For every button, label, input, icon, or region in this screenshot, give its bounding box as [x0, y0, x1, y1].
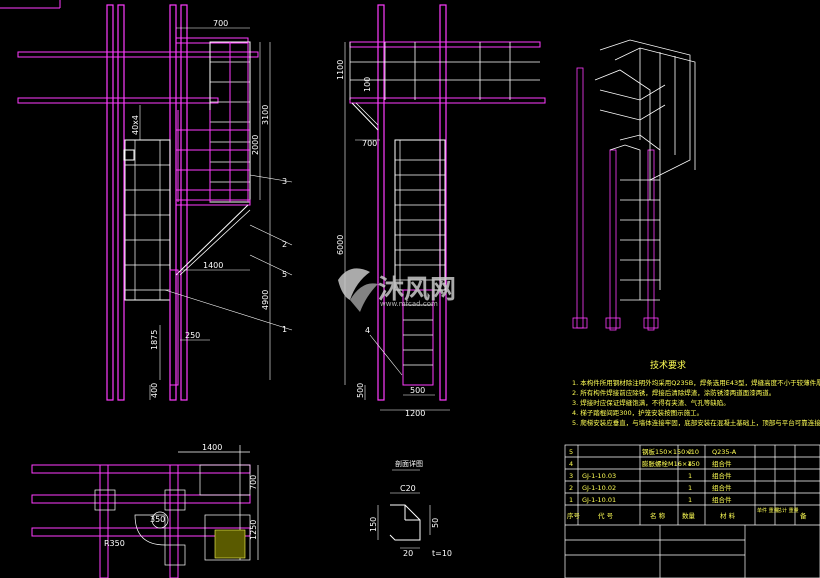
- bom-h-unitwt: 单件 重量: [757, 507, 779, 514]
- dim-1400-left: 1400: [203, 261, 223, 270]
- tech-item-4: 4. 梯子踏棍间距300，护笼安装按图示施工。: [572, 408, 703, 417]
- bom-h-code: 代 号: [598, 511, 614, 520]
- bom-row-2-name: 膨胀螺栓M16×150: [642, 459, 700, 468]
- dim-700-mid: 700: [362, 139, 377, 148]
- dim-500-v: 500: [356, 383, 365, 398]
- detail-c20: C20: [400, 484, 416, 493]
- callout-2: 2: [282, 240, 287, 249]
- bom-row-4-mat: 组合件: [712, 483, 732, 492]
- bom-row-5-qty: 1: [688, 496, 692, 504]
- bom-row-1-mat: Q235-A: [712, 448, 737, 456]
- plan-view: 1400 700 1250 R350 350: [31, 443, 259, 578]
- tech-title: 技术要求: [650, 359, 686, 371]
- tech-item-1: 1. 本构件所用钢材除注明外均采用Q235B，焊条选用E43型，焊缝高度不小于较…: [572, 378, 820, 387]
- bom-row-4-qty: 1: [688, 484, 692, 492]
- dim-100: 100: [363, 77, 372, 92]
- dim-spacing: 40x4: [131, 115, 140, 135]
- bom-row-1-qty: 2: [688, 448, 692, 456]
- left-elevation-view: 700 3100 2000 4900 1875 400 250 1400 40x…: [0, 0, 293, 401]
- detail-150: 150: [369, 517, 378, 532]
- detail-20: 20: [403, 549, 413, 558]
- dim-2000: 2000: [251, 135, 260, 155]
- bom-table: 5 钢板150×150×10 2 Q235-A 4 膨胀螺栓M16×150 4 …: [564, 444, 820, 578]
- tech-item-3: 3. 焊接时应保证焊缝饱满，不得有夹渣、气孔等缺陷。: [572, 398, 730, 407]
- dim-1200: 1200: [405, 409, 425, 418]
- tech-item-2: 2. 所有构件焊接前应除锈，焊接后清除焊渣，涂防锈漆两道面漆两道。: [572, 388, 775, 397]
- detail-50: 50: [431, 518, 440, 528]
- dim-700-top: 700: [213, 19, 228, 28]
- tech-requirements: 技术要求 1. 本构件所用钢材除注明外均采用Q235B，焊条选用E43型，焊缝高…: [572, 359, 820, 427]
- bom-row-3-mat: 组合件: [712, 471, 732, 480]
- callout-4: 4: [365, 326, 370, 335]
- dim-250: 250: [185, 331, 200, 340]
- bom-row-2-qty: 4: [688, 460, 692, 468]
- dim-6000: 6000: [336, 235, 345, 255]
- callout-5: 5: [282, 270, 287, 279]
- bom-h-no: 序号: [567, 511, 581, 520]
- bom-row-2-mat: 组合件: [712, 459, 732, 468]
- bom-row-2-no: 4: [569, 460, 573, 468]
- callout-3: 3: [282, 177, 287, 186]
- section-detail: 剖面详图 C20 150 50 20 t=10: [369, 459, 452, 558]
- bom-row-1-no: 5: [569, 448, 573, 456]
- plan-d350: 350: [150, 515, 165, 524]
- bom-row-5-code: GJ-1-10.01: [582, 496, 616, 504]
- bom-h-qty: 数量: [682, 511, 696, 520]
- bom-row-5-mat: 组合件: [712, 495, 732, 504]
- tech-item-5: 5. 爬梯安装应垂直，与墙体连接牢固，底部安装在混凝土基础上，顶部与平台可靠连接…: [572, 418, 820, 427]
- bom-row-3-code: GJ-1-10.03: [582, 472, 616, 480]
- bom-row-3-qty: 1: [688, 472, 692, 480]
- plan-r350: R350: [104, 539, 125, 548]
- detail-title: 剖面详图: [395, 459, 423, 468]
- dim-1100: 1100: [336, 60, 345, 80]
- bom-h-totalwt: 总计 重量: [777, 507, 799, 514]
- plan-dim-1400: 1400: [202, 443, 222, 452]
- bom-h-remark: 备: [800, 511, 807, 520]
- bom-row-1-name: 钢板150×150×10: [642, 447, 699, 456]
- bom-row-4-code: GJ-1-10.02: [582, 484, 616, 492]
- watermark-logo-icon: [338, 268, 378, 312]
- bom-row-5-no: 1: [569, 496, 573, 504]
- watermark: 沐风网 www.mfcad.com: [338, 268, 456, 312]
- dim-3100: 3100: [261, 105, 270, 125]
- plan-dim-700: 700: [249, 475, 258, 490]
- watermark-text: 沐风网: [378, 275, 456, 305]
- bom-row-4-no: 2: [569, 484, 573, 492]
- watermark-url: www.mfcad.com: [380, 300, 438, 308]
- detail-t10: t=10: [432, 549, 452, 558]
- isometric-view: [572, 39, 696, 331]
- bom-h-name: 名 称: [650, 511, 666, 520]
- callout-1: 1: [282, 325, 287, 334]
- dim-400: 400: [150, 383, 159, 398]
- dim-500-h: 500: [410, 386, 425, 395]
- middle-elevation-view: 1100 6000 500 100 700 500 1200 4: [336, 4, 546, 418]
- dim-4900: 4900: [261, 290, 270, 310]
- plan-dim-1250: 1250: [249, 520, 258, 540]
- dim-1875: 1875: [150, 330, 159, 350]
- bom-h-mat: 材 料: [720, 511, 736, 520]
- bom-row-3-no: 3: [569, 472, 573, 480]
